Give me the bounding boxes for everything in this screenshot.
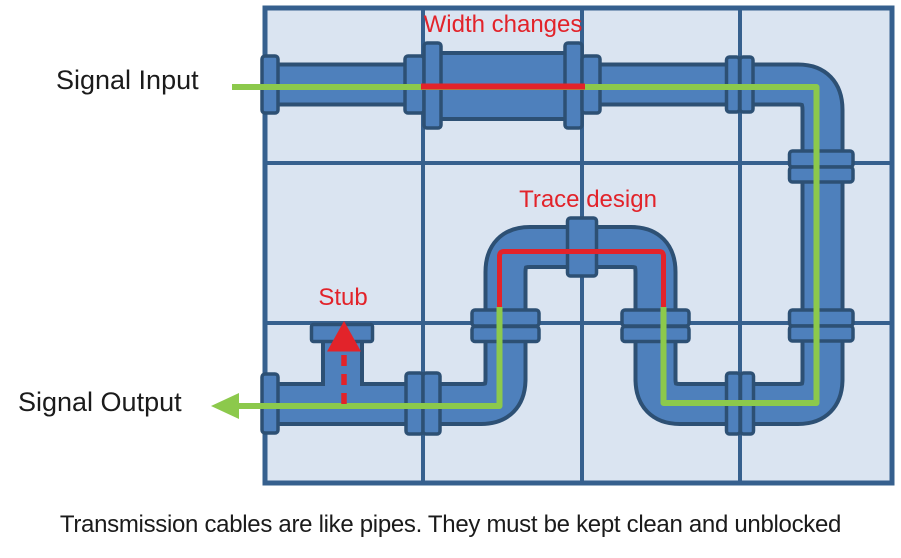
pipe-flange — [787, 149, 855, 169]
pipe-flange — [787, 165, 855, 184]
red-annotations — [327, 83, 666, 404]
signal-path-in — [232, 84, 820, 406]
pipe-flange — [470, 308, 541, 328]
pipe-flange — [620, 324, 691, 344]
pipe-flange — [787, 324, 855, 343]
diagram-caption: Transmission cables are like pipes. They… — [59, 511, 842, 538]
stub-arrowhead-icon — [327, 321, 361, 352]
signal-trace — [211, 84, 820, 419]
signal-output-arrowhead-icon — [211, 393, 239, 419]
pipe-flange — [565, 216, 599, 278]
signal-input-label: Signal Input — [56, 65, 199, 95]
trace-design-label: Trace design — [519, 186, 657, 213]
signal-output-label: Signal Output — [18, 387, 182, 417]
pipe-flange — [620, 308, 691, 328]
pipe-flange — [470, 324, 541, 344]
pipe-flange — [787, 308, 855, 328]
stub-label: Stub — [318, 284, 368, 311]
width-changes-label: Width changes — [423, 11, 583, 38]
signal-path-out — [237, 307, 503, 409]
trace-design-bracket — [497, 249, 666, 307]
